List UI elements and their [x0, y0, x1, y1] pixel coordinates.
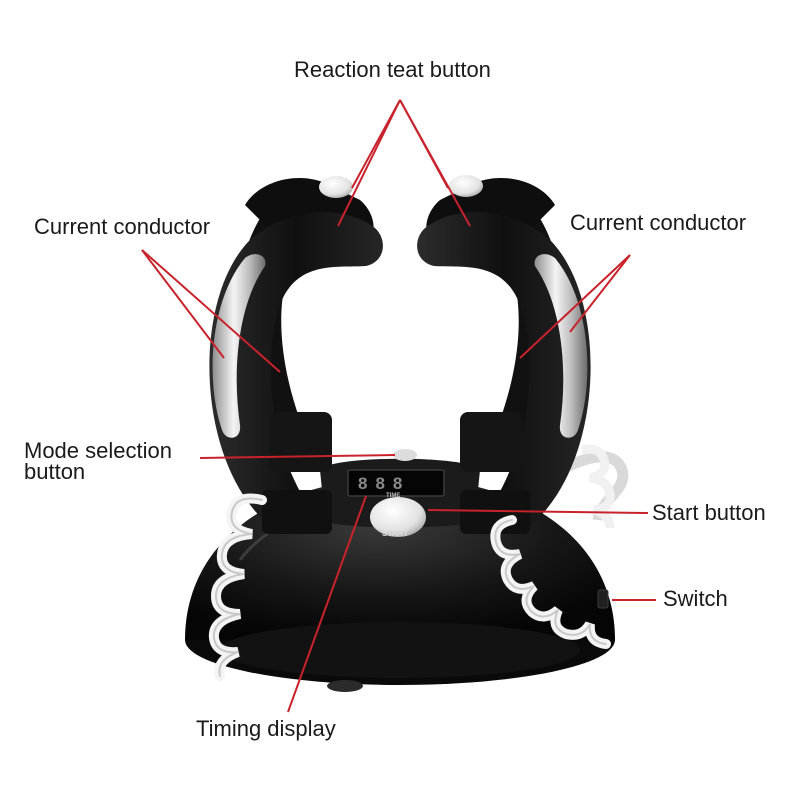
leader-cc-right-2 — [569, 254, 631, 333]
power-switch[interactable] — [597, 589, 609, 609]
start-text: START — [382, 529, 408, 538]
coiled-cable-left — [208, 493, 267, 681]
right-current-conductor — [534, 254, 588, 438]
label-timing-display: Timing display — [196, 716, 336, 741]
left-current-conductor — [212, 254, 266, 438]
leader-cc-left-2 — [141, 249, 281, 373]
label-mode-selection-line1: Mode selection — [24, 438, 172, 463]
leader-reaction-right-2 — [399, 99, 471, 227]
right-reaction-button[interactable] — [449, 175, 483, 197]
time-text: TIME — [386, 493, 400, 499]
coiled-cable-right-back — [557, 444, 629, 529]
mode-selection-button[interactable] — [393, 449, 417, 461]
left-arm — [209, 176, 383, 534]
right-arm — [417, 175, 591, 534]
left-reaction-button[interactable] — [319, 176, 353, 198]
leader-reaction-left-2 — [351, 99, 401, 189]
timing-display — [347, 469, 445, 497]
label-current-conductor-left: Current conductor — [34, 214, 211, 239]
leader-cc-left-1 — [141, 249, 225, 359]
label-current-conductor-right: Current conductor — [570, 210, 747, 235]
coiled-cable-right — [490, 515, 611, 649]
leader-cc-right-1 — [519, 254, 631, 359]
leader-timing-display — [287, 495, 367, 713]
leader-start — [427, 509, 649, 514]
label-mode-selection: Mode selection button — [24, 438, 172, 484]
start-button[interactable] — [370, 497, 426, 537]
label-start-button: Start button — [652, 500, 766, 525]
label-switch: Switch — [663, 586, 728, 611]
label-reaction-button: Reaction teat button — [294, 57, 491, 82]
leader-lines — [141, 99, 656, 713]
display-digits: 888 — [358, 474, 410, 493]
control-panel: 888 TIME START — [320, 449, 480, 538]
leader-mode-selection — [199, 454, 396, 459]
label-mode-selection-line2: button — [24, 459, 86, 484]
